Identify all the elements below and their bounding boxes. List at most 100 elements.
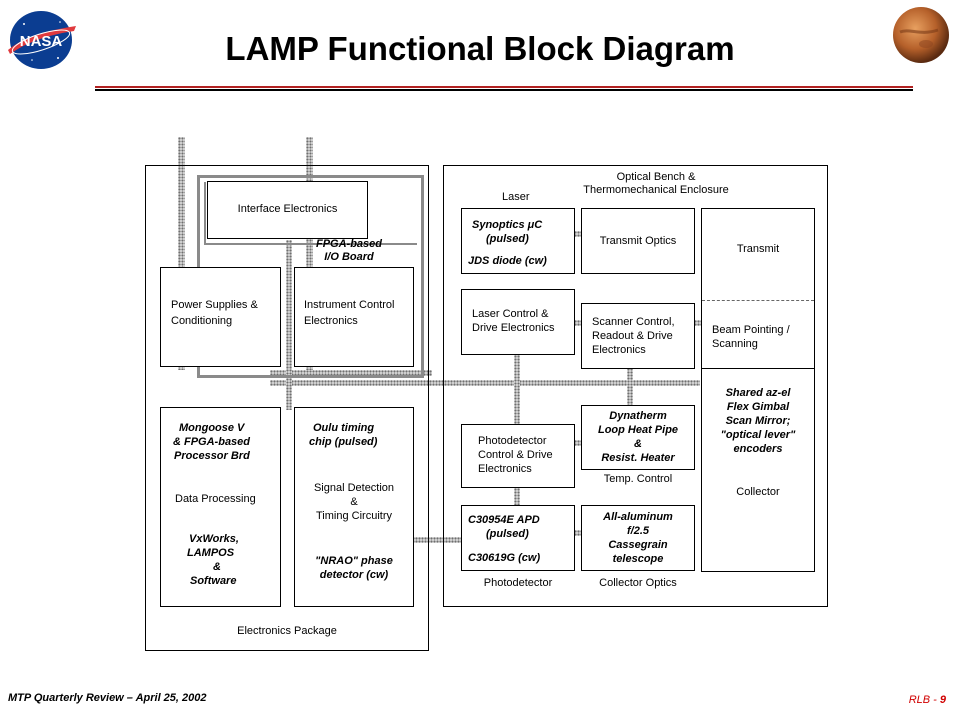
transmit-collector-column: Transmit Beam Pointing / Scanning Shared… — [701, 208, 815, 572]
laser-control-line1: Laser Control & — [472, 308, 549, 320]
apd-cw: C30619G (cw) — [468, 552, 541, 564]
processor-top-line3: Processor Brd — [174, 450, 250, 462]
bus-vertical-ctrl — [286, 240, 292, 410]
timing-mid-line2: & — [350, 496, 358, 508]
mirror-line3: Scan Mirror; — [725, 415, 791, 427]
bus-stub-scanner — [694, 320, 702, 326]
processor-bottom-line3: & — [213, 561, 221, 573]
electronics-package — [145, 165, 429, 651]
timing-mid-line3: Timing Circuitry — [316, 510, 392, 522]
footer-left: MTP Quarterly Review – April 25, 2002 — [8, 692, 207, 704]
thermal-line1: Dynatherm — [609, 410, 667, 422]
photodetector-control-box: Photodetector Control & Drive Electronic… — [461, 424, 575, 488]
scanner-line2: Readout & Drive — [592, 330, 673, 342]
laser-control-box: Laser Control & Drive Electronics — [461, 289, 575, 355]
laser-line2: (pulsed) — [486, 233, 529, 245]
instrument-control-box: Instrument Control Electronics — [294, 267, 414, 367]
svg-text:NASA: NASA — [20, 33, 63, 50]
photo-control-line3: Electronics — [478, 463, 532, 475]
transmit-label: Transmit — [736, 243, 780, 255]
interface-electronics-box: Interface Electronics — [207, 181, 368, 239]
optical-bench-label: Optical Bench & Thermomechanical Enclosu… — [566, 171, 746, 197]
processor-box: Mongoose V & FPGA-based Processor Brd Da… — [160, 407, 281, 607]
collector-optics-line1: All-aluminum — [603, 511, 673, 523]
photo-control-line1: Photodetector — [478, 435, 547, 447]
bus-vertical-left-1 — [178, 137, 185, 370]
processor-top-line1: Mongoose V — [179, 422, 245, 434]
collector-optics-line4: telescope — [612, 553, 664, 565]
photodetector-label: Photodetector — [483, 577, 553, 589]
timing-top-line1: Oulu timing — [313, 422, 375, 434]
bus-stub-thermal — [574, 440, 582, 446]
thermal-line4: Resist. Heater — [601, 452, 675, 464]
power-line2: Conditioning — [171, 315, 233, 327]
optical-bench-enclosure — [443, 165, 828, 607]
laser-line1: Synoptics μC — [472, 219, 543, 231]
thermal-box: Dynatherm Loop Heat Pipe & Resist. Heate… — [581, 405, 695, 470]
laser-cw: JDS diode (cw) — [468, 255, 547, 267]
transmit-optics-box: Transmit Optics — [581, 208, 695, 274]
mirror-line1: Shared az-el — [725, 387, 791, 399]
scanner-control-box: Scanner Control, Readout & Drive Electro… — [581, 303, 695, 369]
beam-line1: Beam Pointing / — [712, 324, 790, 336]
footer-page: RLB - 9 — [909, 694, 946, 706]
timing-box: Oulu timing chip (pulsed) Signal Detecti… — [294, 407, 414, 607]
power-line1: Power Supplies & — [171, 299, 258, 311]
bus-stub-transmit — [574, 231, 582, 237]
optical-bench-label-line1: Optical Bench & — [616, 171, 696, 183]
collector-optics-line2: f/2.5 — [626, 525, 649, 537]
thermal-line3: & — [634, 438, 642, 450]
beam-collector-divider — [702, 368, 814, 369]
collector-optics-line3: Cassegrain — [608, 539, 668, 551]
bus-horizontal-upper — [270, 370, 432, 376]
timing-bottom-line1: "NRAO" phase — [315, 555, 393, 567]
footer-page-number: 9 — [939, 694, 946, 706]
collector-optics-label: Collector Optics — [599, 577, 677, 589]
bus-horizontal-main — [270, 380, 700, 386]
timing-top-line2: chip (pulsed) — [309, 436, 378, 448]
collector-optics-box: All-aluminum f/2.5 Cassegrain telescope — [581, 505, 695, 571]
processor-mid: Data Processing — [175, 493, 256, 505]
bus-vertical-scanner — [627, 368, 633, 406]
timing-mid-line1: Signal Detection — [313, 482, 395, 494]
fpga-label: FPGA-based I/O Board — [296, 238, 402, 264]
power-supplies-box: Power Supplies & Conditioning — [160, 267, 281, 367]
collector-label: Collector — [736, 486, 780, 498]
title-divider — [95, 86, 913, 92]
scanner-line3: Electronics — [592, 344, 646, 356]
mirror-line2: Flex Gimbal — [726, 401, 790, 413]
timing-bottom-line2: detector (cw) — [319, 569, 389, 581]
processor-bottom-line1: VxWorks, — [189, 533, 239, 545]
bus-stub-apd — [574, 530, 582, 536]
bus-horizontal-detector — [412, 537, 462, 543]
processor-bottom-line4: Software — [190, 575, 237, 587]
bus-vertical-left-2 — [306, 137, 313, 370]
mars-planet-icon — [890, 4, 952, 66]
instrument-line2: Electronics — [304, 315, 358, 327]
footer-right-label: RLB - — [908, 694, 937, 706]
bus-vertical-laser — [514, 355, 520, 425]
page-title: LAMP Functional Block Diagram — [225, 30, 735, 67]
processor-bottom-line2: LAMPOS — [187, 547, 235, 559]
processor-top-line2: & FPGA-based — [173, 436, 251, 448]
transmit-optics-label: Transmit Optics — [599, 235, 677, 247]
apd-line1: C30954E APD — [468, 514, 540, 526]
fpga-label-line2: I/O Board — [324, 251, 374, 263]
scanner-line1: Scanner Control, — [592, 316, 675, 328]
laser-box: Synoptics μC (pulsed) JDS diode (cw) — [461, 208, 575, 274]
bus-stub-control — [574, 320, 582, 326]
beam-line2: Scanning — [712, 338, 758, 350]
transmit-beam-divider — [702, 300, 814, 301]
instrument-line1: Instrument Control — [304, 299, 395, 311]
laser-control-line2: Drive Electronics — [472, 322, 555, 334]
thermal-line2: Loop Heat Pipe — [597, 424, 679, 436]
nasa-logo: NASA — [2, 4, 80, 76]
apd-box: C30954E APD (pulsed) C30619G (cw) — [461, 505, 575, 571]
fpga-io-board-inner-outline — [204, 182, 417, 245]
interface-electronics-label: Interface Electronics — [237, 203, 338, 215]
laser-label: Laser — [502, 191, 530, 203]
mirror-line5: encoders — [733, 443, 783, 455]
mirror-line4: "optical lever" — [720, 429, 796, 441]
optical-bench-label-line2: Thermomechanical Enclosure — [583, 184, 729, 196]
photo-control-line2: Control & Drive — [478, 449, 553, 461]
